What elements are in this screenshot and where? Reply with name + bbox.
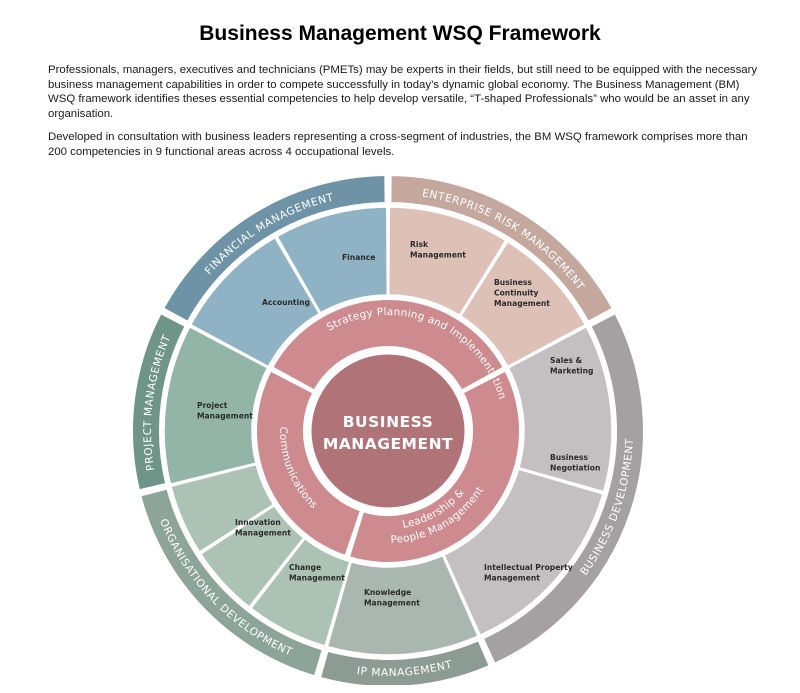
competency-segment — [442, 468, 604, 637]
page-title: Business Management WSQ Framework — [199, 22, 601, 45]
competency-segment — [170, 463, 275, 554]
competency-segment — [275, 206, 389, 314]
competency-segment — [199, 504, 305, 608]
core-label: MANAGEMENT — [323, 435, 453, 453]
competency-segment — [326, 554, 480, 656]
core-label: BUSINESS — [343, 413, 434, 431]
intro-paragraph: Professionals, managers, executives and … — [48, 64, 758, 120]
competency-segment — [189, 236, 321, 368]
core-circle — [308, 351, 468, 511]
area-band-3 — [481, 311, 645, 666]
competency-segment — [249, 537, 351, 647]
inner-ring-segment — [255, 369, 363, 558]
competency-segment — [387, 206, 507, 317]
inner-ring-segment — [270, 298, 506, 392]
inner-ring-segment — [347, 369, 521, 564]
competency-segment — [163, 325, 269, 485]
competency-segment — [507, 325, 613, 493]
area-band-4 — [318, 638, 491, 685]
segment-label: Sales &Marketing — [550, 356, 594, 376]
area-band-5 — [139, 487, 325, 678]
area-band-1 — [161, 175, 387, 324]
summary-paragraph: Developed in consultation with business … — [48, 131, 748, 158]
competency-segment — [459, 240, 587, 368]
area-band-2 — [389, 175, 615, 324]
area-band-6 — [131, 311, 187, 492]
segment-label: Finance — [342, 253, 375, 262]
segment-label: Accounting — [262, 298, 310, 307]
